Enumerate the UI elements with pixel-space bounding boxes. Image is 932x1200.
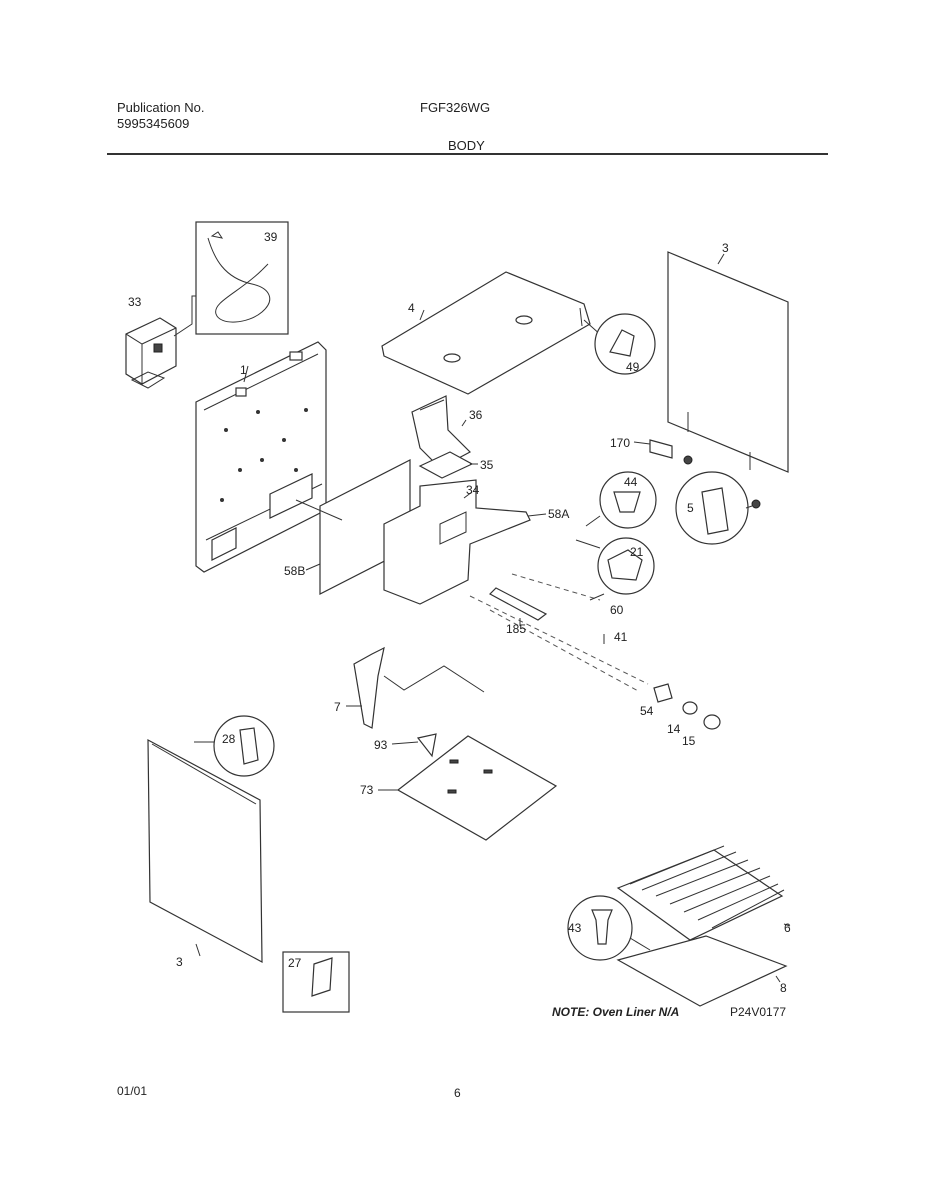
bracket-170: 170 [610, 436, 693, 465]
header-rule [107, 153, 828, 155]
callout-93: 93 [374, 738, 388, 752]
vent-duct-36: 36 [411, 395, 483, 469]
callout-5: 5 [687, 501, 694, 515]
publication-label: Publication No. [117, 100, 205, 115]
diagram-code: P24V0177 [730, 1005, 786, 1019]
inset-21: 21 [575, 537, 655, 595]
callout-1: 1 [240, 363, 247, 377]
callout-3-right: 3 [722, 241, 729, 255]
callout-28: 28 [222, 732, 236, 746]
footer-date: 01/01 [117, 1084, 148, 1098]
igniter-bracket-7: 7 [334, 646, 485, 729]
callout-170: 170 [610, 436, 630, 450]
callout-58a: 58A [548, 507, 569, 521]
callout-41: 41 [614, 630, 628, 644]
callout-43: 43 [568, 921, 582, 935]
inset-43: 43 [567, 895, 651, 961]
oven-rack-6: 6 [616, 845, 791, 941]
orifice-parts: 54 14 15 [640, 683, 721, 748]
inset-27: 27 [282, 951, 350, 1013]
inset-44: 44 [585, 471, 657, 529]
callout-73: 73 [360, 783, 374, 797]
model-number: FGF326WG [420, 100, 491, 115]
callout-21: 21 [630, 545, 644, 559]
inset-49: 49 [594, 313, 656, 375]
section-title: BODY [448, 138, 485, 153]
callout-3-left: 3 [176, 955, 183, 969]
callout-27: 27 [288, 956, 302, 970]
oven-liner-note: NOTE: Oven Liner N/A [552, 1005, 679, 1019]
callout-39: 39 [264, 230, 278, 244]
inset-5: 5 [675, 471, 761, 545]
side-panel-right: 3 [667, 241, 789, 473]
side-panel-left: 3 [147, 738, 263, 969]
callout-60: 60 [610, 603, 624, 617]
callout-34: 34 [466, 483, 480, 497]
callout-7: 7 [334, 700, 341, 714]
callout-35: 35 [480, 458, 494, 472]
callout-58b: 58B [284, 564, 305, 578]
power-cord-inset: 39 [195, 221, 289, 335]
callout-8: 8 [780, 981, 787, 995]
top-panel: 4 [381, 271, 603, 395]
inset-28: 28 [213, 715, 275, 777]
oven-liner-8: 8 [616, 935, 788, 1007]
burner-assembly: 60 41 185 [469, 573, 649, 693]
callout-36: 36 [469, 408, 483, 422]
junction-box: 33 [125, 295, 196, 389]
back-panel: 1 [195, 341, 327, 573]
callout-185: 185 [506, 622, 526, 636]
callout-54: 54 [640, 704, 654, 718]
publication-number: 5995345609 [117, 116, 190, 131]
footer-page-number: 6 [454, 1086, 461, 1100]
callout-15: 15 [682, 734, 696, 748]
callout-6: 6 [784, 921, 791, 935]
bottom-panel-73: 93 73 [360, 733, 558, 841]
callout-14: 14 [667, 722, 681, 736]
gasket-35: 35 [418, 451, 494, 479]
callout-49: 49 [626, 360, 640, 374]
callout-33: 33 [128, 295, 142, 309]
callout-44: 44 [624, 475, 638, 489]
flue-box-58a: 34 58A [383, 479, 569, 605]
callout-4: 4 [408, 301, 415, 315]
